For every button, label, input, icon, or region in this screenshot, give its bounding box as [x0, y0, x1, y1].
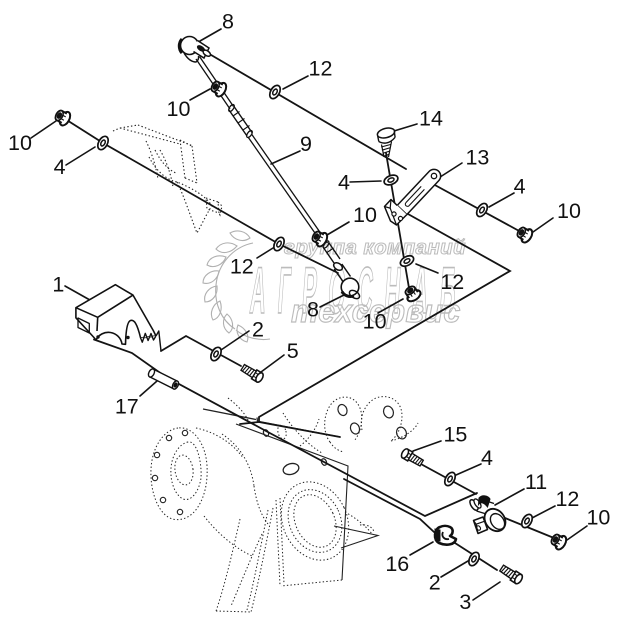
svg-text:8: 8 [222, 10, 234, 34]
svg-text:15: 15 [443, 422, 467, 446]
svg-text:8: 8 [307, 298, 319, 322]
svg-text:12: 12 [309, 57, 333, 81]
svg-text:10: 10 [557, 199, 581, 223]
svg-text:16: 16 [385, 552, 409, 576]
svg-text:2: 2 [252, 317, 264, 341]
svg-text:12: 12 [555, 487, 579, 511]
svg-text:10: 10 [8, 131, 32, 155]
svg-text:11: 11 [525, 470, 547, 494]
svg-text:5: 5 [287, 339, 299, 363]
svg-text:4: 4 [54, 155, 66, 179]
svg-text:12: 12 [440, 270, 464, 294]
svg-text:3: 3 [459, 590, 471, 614]
svg-text:13: 13 [465, 145, 489, 169]
svg-text:4: 4 [338, 171, 350, 195]
svg-text:10: 10 [586, 505, 610, 529]
svg-text:17: 17 [115, 394, 139, 418]
svg-text:10: 10 [363, 310, 387, 334]
svg-text:4: 4 [481, 446, 493, 470]
svg-text:техсервис: техсервис [291, 293, 461, 329]
svg-text:14: 14 [419, 106, 443, 130]
svg-text:12: 12 [230, 254, 254, 278]
svg-text:4: 4 [514, 175, 526, 199]
svg-text:9: 9 [300, 132, 312, 156]
svg-text:2: 2 [429, 571, 441, 595]
svg-text:10: 10 [167, 97, 191, 121]
svg-text:10: 10 [353, 203, 377, 227]
svg-text:1: 1 [52, 273, 64, 297]
